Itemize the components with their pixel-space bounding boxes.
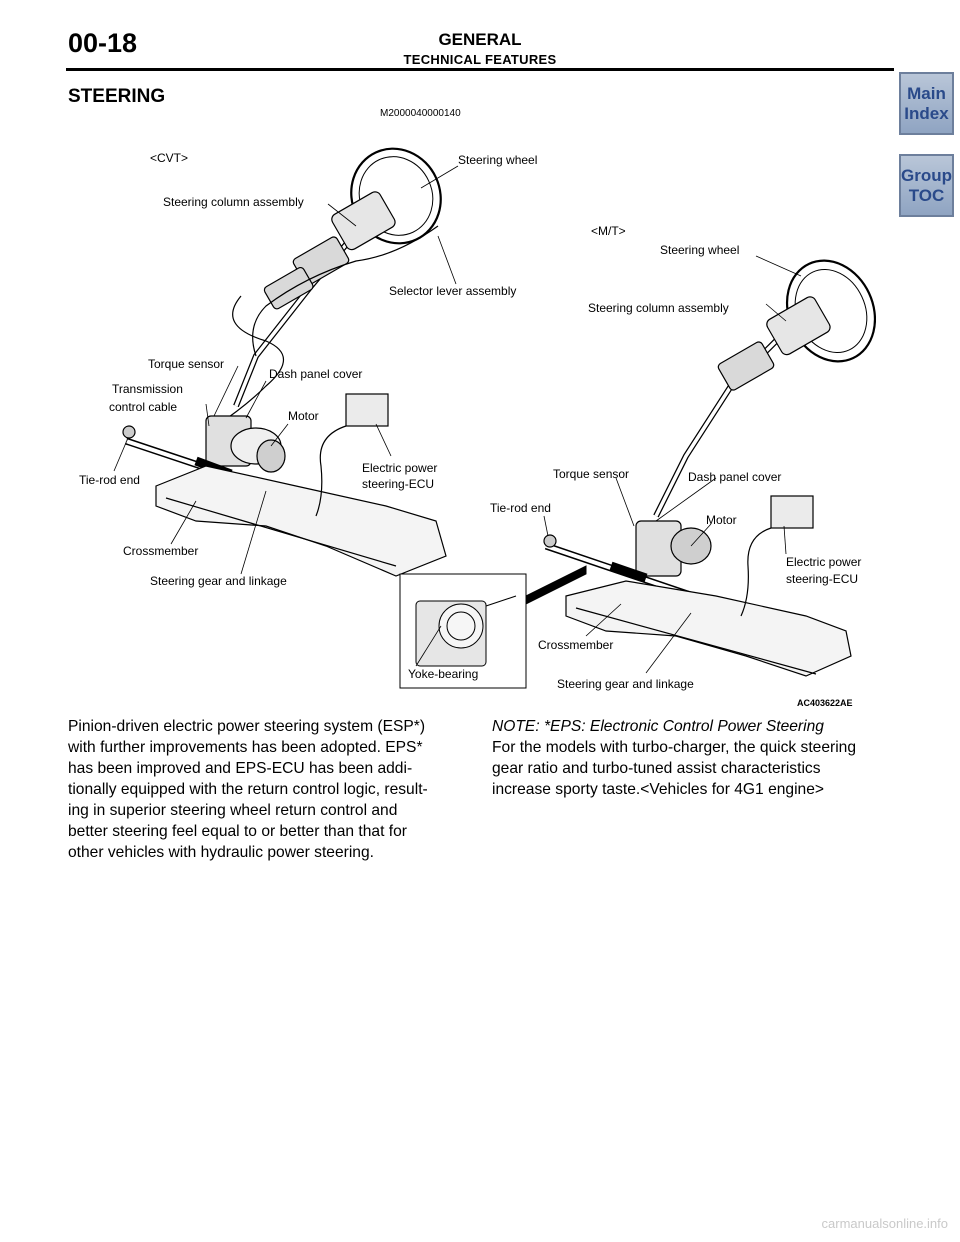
figure-id: AC403622AE [797, 698, 853, 706]
body-line: better steering feel equal to or better … [68, 823, 407, 840]
mt-torque-sensor-label: Torque sensor [553, 467, 629, 481]
cvt-crossmember-label: Crossmember [123, 544, 198, 558]
group-toc-button[interactable]: Group TOC [899, 154, 954, 217]
main-index-label-1: Main [907, 83, 946, 103]
cvt-gear-linkage-label: Steering gear and linkage [150, 574, 287, 588]
cvt-leader-lines [113, 165, 459, 575]
mt-steering-wheel-label: Steering wheel [660, 243, 739, 257]
cvt-label: <CVT> [150, 151, 188, 165]
cvt-torque-sensor-label: Torque sensor [148, 357, 224, 371]
body-line: has been improved and EPS-ECU has been a… [68, 760, 413, 777]
body-line: increase sporty taste.<Vehicles for 4G1 … [492, 781, 824, 798]
header-rule [66, 68, 894, 71]
mt-motor-label: Motor [706, 513, 737, 527]
main-index-button[interactable]: Main Index [899, 72, 954, 135]
watermark: carmanualsonline.info [821, 1216, 948, 1231]
main-index-label-2: Index [904, 103, 949, 123]
cvt-steering-column-label: Steering column assembly [163, 195, 304, 209]
mt-assembly-drawing [543, 259, 876, 677]
body-line: with further improvements has been adopt… [68, 739, 423, 756]
steering-illustration: <CVT> Steering wheel Steering column ass… [79, 147, 876, 706]
cvt-tie-rod-end-label: Tie-rod end [79, 473, 140, 487]
mt-dash-panel-cover-label: Dash panel cover [688, 470, 781, 484]
mt-crossmember-label: Crossmember [538, 638, 613, 652]
mt-gear-linkage-label: Steering gear and linkage [557, 677, 694, 691]
cvt-ecu-label-1: Electric power [362, 461, 437, 475]
mt-steering-column-label: Steering column assembly [588, 301, 729, 315]
body-line: other vehicles with hydraulic power stee… [68, 844, 374, 861]
mt-label: <M/T> [591, 224, 626, 238]
body-left-column: Pinion-driven electric power steering sy… [68, 716, 470, 863]
group-toc-label-1: Group [901, 165, 952, 185]
cvt-ecu-label-2: steering-ECU [362, 477, 434, 491]
group-toc-label-2: TOC [908, 185, 945, 205]
body-line: For the models with turbo-charger, the q… [492, 739, 857, 756]
mt-leader-lines [415, 255, 802, 674]
cvt-assembly-drawing [122, 147, 447, 577]
page-number: 00-18 [68, 28, 138, 58]
section-code: M2000040000140 [380, 108, 461, 119]
body-right-column: NOTE: *EPS: Electronic Control Power Ste… [492, 716, 894, 800]
body-line: tionally equipped with the return contro… [68, 781, 428, 798]
yoke-bearing-inset [399, 565, 587, 689]
mt-ecu-label-1: Electric power [786, 555, 861, 569]
mt-ecu-label-2: steering-ECU [786, 572, 858, 586]
body-line: Pinion-driven electric power steering sy… [68, 718, 426, 735]
cvt-motor-label: Motor [288, 409, 319, 423]
yoke-bearing-label: Yoke-bearing [408, 667, 478, 681]
cvt-transmission-cable-label-1: Transmission [112, 382, 183, 396]
body-line: gear ratio and turbo-tuned assist charac… [492, 760, 821, 777]
cvt-steering-wheel-label: Steering wheel [458, 153, 537, 167]
body-line: ing in superior steering wheel return co… [68, 802, 398, 819]
cvt-dash-panel-cover-label: Dash panel cover [269, 367, 362, 381]
cvt-selector-lever-label: Selector lever assembly [389, 284, 516, 298]
cvt-transmission-cable-label-2: control cable [109, 400, 177, 414]
section-title: STEERING [68, 86, 166, 107]
header-subtitle: TECHNICAL FEATURES [403, 52, 557, 67]
eps-note: NOTE: *EPS: Electronic Control Power Ste… [492, 718, 824, 735]
header-title: GENERAL [438, 30, 522, 49]
mt-tie-rod-end-label: Tie-rod end [490, 501, 551, 515]
